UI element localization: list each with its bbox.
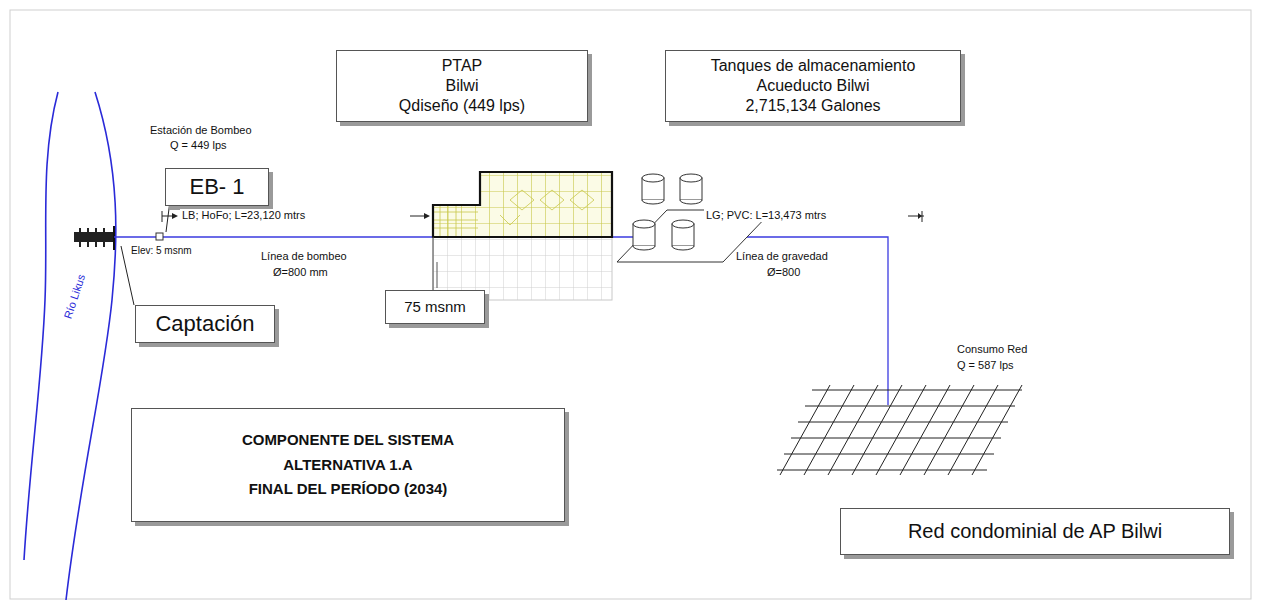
drawing-stroke <box>812 390 1022 391</box>
frame <box>10 10 1251 599</box>
box-text: 75 msnm <box>404 298 466 317</box>
box-text: Red condominial de AP Bilwi <box>908 519 1162 544</box>
drawing-stroke <box>480 172 612 237</box>
drawing-stroke <box>876 385 926 475</box>
treatment-plant <box>433 172 612 300</box>
drawing-stroke <box>804 385 854 475</box>
pipe-line <box>114 237 888 405</box>
box-text: Acueducto Bilwi <box>757 76 870 96</box>
drawing-stroke <box>672 220 694 250</box>
drawing-stroke <box>924 385 974 475</box>
label-box: 75 msnm <box>385 290 485 324</box>
drawing-stroke <box>680 174 702 204</box>
drawing-stroke <box>852 385 902 475</box>
drawing-stroke <box>828 385 878 475</box>
drawing-stroke <box>642 174 664 204</box>
leader-line <box>437 262 438 288</box>
drawing-stroke <box>972 385 1022 475</box>
drawing-stroke <box>680 174 702 182</box>
drawing-stroke <box>900 385 950 475</box>
label-box: Captación <box>135 305 275 343</box>
drawing-stroke <box>434 206 478 236</box>
box-text: FINAL DEL PERÍODO (2034) <box>249 480 448 499</box>
annotation-label: Elev: 5 msnm <box>131 245 192 257</box>
drawing-stroke <box>633 220 655 250</box>
label-box: EB- 1 <box>165 168 269 206</box>
drawing-stroke <box>633 246 655 250</box>
box-text: Bilwi <box>446 76 479 96</box>
river-bank <box>66 92 116 600</box>
river-bank <box>24 92 58 560</box>
drawing-stroke <box>433 205 480 237</box>
drawing-stroke <box>780 385 830 475</box>
annotation-label: Consumo Red <box>957 343 1027 356</box>
distribution-network <box>777 385 1022 475</box>
label-box: COMPONENTE DEL SISTEMA ALTERNATIVA 1.A FIN… <box>131 408 565 522</box>
intake-symbol <box>74 226 114 250</box>
label-box: PTAPBilwiQdiseño (449 lps) <box>336 50 588 122</box>
annotation-label: Q = 449 lps <box>170 139 227 152</box>
box-text: Qdiseño (449 lps) <box>399 96 525 116</box>
drawing-stroke <box>80 228 104 247</box>
label-box: Tanques de almacenamientoAcueducto Bilwi… <box>665 50 961 122</box>
box-text: PTAP <box>442 56 483 76</box>
label-box: Red condominial de AP Bilwi <box>840 508 1230 555</box>
box-text: 2,715,134 Galones <box>745 96 880 116</box>
drawing-stroke <box>777 470 987 471</box>
drawing-stroke <box>642 174 664 182</box>
annotation-label: Q = 587 lps <box>957 359 1014 372</box>
drawing-stroke <box>672 220 694 228</box>
box-text: EB- 1 <box>189 173 244 201</box>
drawing-stroke <box>805 406 1015 407</box>
box-text: Tanques de almacenamiento <box>711 56 916 76</box>
drawing-stroke <box>798 422 1008 423</box>
annotation-label: LG; PVC: L=13,473 mtrs <box>704 209 828 222</box>
drawing-stroke <box>672 246 694 250</box>
annotation-label: LB; HoFo; L=23,120 mtrs <box>180 209 307 222</box>
drawing-stroke <box>500 190 594 225</box>
drawing-stroke <box>680 200 702 204</box>
box-text: Captación <box>155 310 254 338</box>
pump-symbol <box>156 233 163 240</box>
annotation-label: Estación de Bombeo <box>150 124 252 137</box>
box-text: COMPONENTE DEL SISTEMA <box>242 431 454 450</box>
drawing-stroke <box>433 172 612 237</box>
drawing-stroke <box>113 226 115 250</box>
river-name: Río Likus <box>62 273 89 321</box>
annotation-label: Línea de gravedad <box>736 250 828 263</box>
annotation-label: Ø=800 <box>767 266 800 279</box>
drawing-stroke <box>948 385 998 475</box>
box-text: ALTERNATIVA 1.A <box>283 456 412 475</box>
drawing-stroke <box>633 220 655 228</box>
annotation-label: Línea de bombeo <box>261 250 347 263</box>
annotation-label: Ø=800 mm <box>273 266 328 279</box>
drawing-stroke <box>642 200 664 204</box>
